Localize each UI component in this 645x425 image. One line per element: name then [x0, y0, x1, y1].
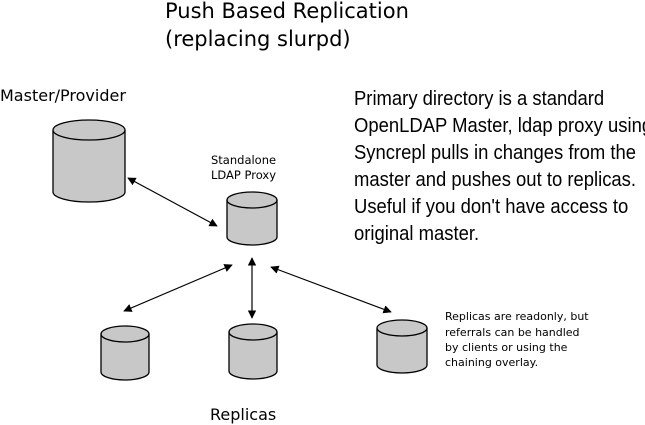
replica-note-line-4: chaining overlay.: [445, 356, 539, 369]
proxy-database-icon: [226, 191, 278, 246]
description-line-2: OpenLDAP Master, ldap proxy using: [354, 114, 645, 137]
replica-note-line-3: by clients or using the: [445, 341, 568, 354]
replica-database-icon-2: [228, 323, 278, 380]
replica-note-line-1: Replicas are readonly, but: [445, 310, 589, 323]
proxy-label-line-1: Standalone: [211, 153, 277, 167]
replica-database-icon-3: [376, 319, 428, 374]
replica-note-line-2: referrals can be handled: [445, 326, 580, 339]
master-database-icon: [52, 119, 126, 203]
replica-database-icon-1: [100, 325, 150, 381]
diagram-title-line-1: Push Based Replication: [165, 0, 409, 23]
diagram-title-line-2: (replacing slurpd): [165, 27, 351, 51]
proxy-replica3-arrow: [270, 265, 392, 314]
proxy-label-line-2: LDAP Proxy: [211, 168, 277, 182]
description-line-5: Useful if you don't have access to: [354, 195, 629, 218]
master-proxy-arrow: [127, 177, 218, 227]
description-line-1: Primary directory is a standard: [354, 87, 605, 110]
proxy-replica1-arrow: [123, 264, 233, 312]
replicas-label: Replicas: [210, 405, 277, 424]
description-line-4: master and pushes out to replicas.: [354, 168, 637, 191]
master-label: Master/Provider: [0, 86, 126, 105]
description-line-6: original master.: [354, 222, 480, 245]
description-line-3: Syncrepl pulls in changes from the: [354, 141, 637, 164]
